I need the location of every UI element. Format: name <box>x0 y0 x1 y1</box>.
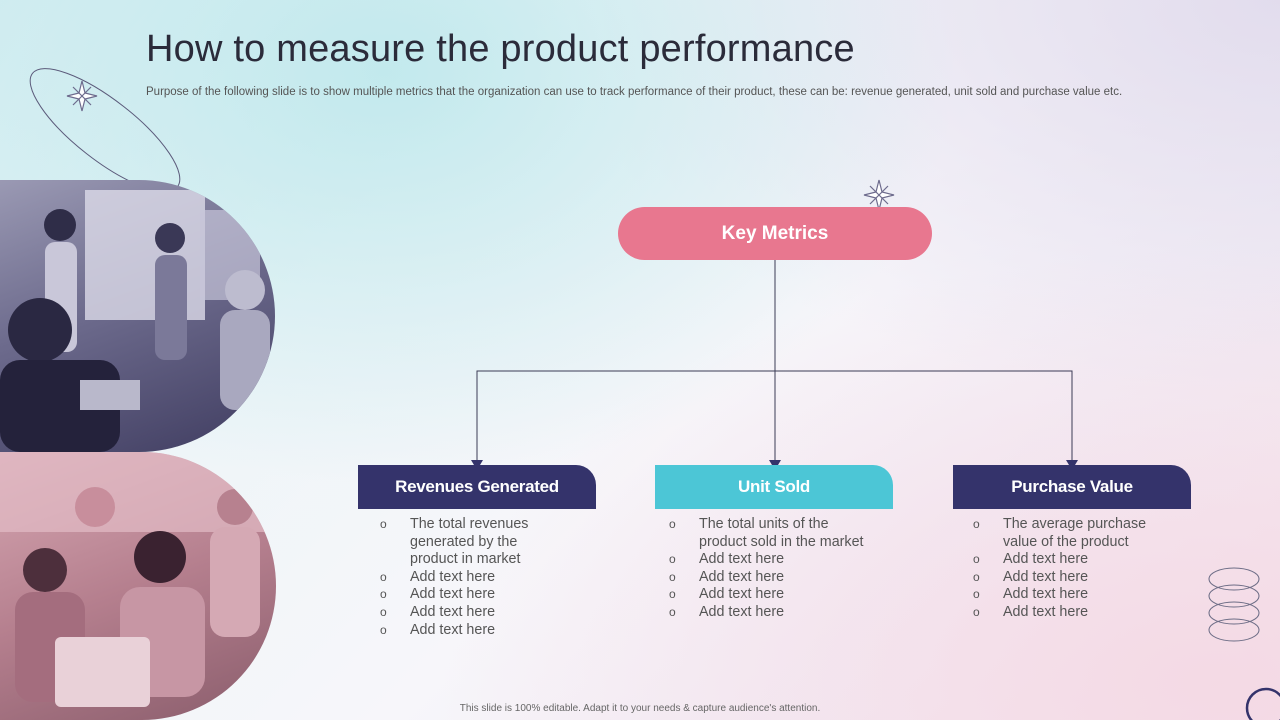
page-subtitle: Purpose of the following slide is to sho… <box>146 86 1123 98</box>
card-purchase-value-header: Purchase Value <box>953 465 1191 509</box>
unit-sold-bullet-list: The total units of the product sold in t… <box>669 516 874 622</box>
key-metrics-node: Key Metrics <box>618 207 932 260</box>
list-item: Add text here <box>669 551 874 569</box>
list-item: The average purchase value of the produc… <box>973 516 1173 551</box>
list-item: Add text here <box>380 604 560 622</box>
list-item: Add text here <box>669 604 874 622</box>
page-title: How to measure the product performance <box>146 28 855 70</box>
purchase-value-bullet-list: The average purchase value of the produc… <box>973 516 1173 622</box>
list-item: Add text here <box>973 604 1173 622</box>
list-item: Add text here <box>669 569 874 587</box>
card-unit-sold-header: Unit Sold <box>655 465 893 509</box>
meeting-photo <box>0 180 275 452</box>
list-item: Add text here <box>973 551 1173 569</box>
list-item: Add text here <box>669 586 874 604</box>
card-revenues-generated-header: Revenues Generated <box>358 465 596 509</box>
revenues-bullet-list: The total revenues generated by the prod… <box>380 516 560 639</box>
list-item: Add text here <box>973 569 1173 587</box>
footer-note: This slide is 100% editable. Adapt it to… <box>459 703 821 714</box>
list-item: Add text here <box>380 569 560 587</box>
list-item: The total units of the product sold in t… <box>669 516 874 551</box>
team-photo <box>0 452 276 720</box>
list-item: The total revenues generated by the prod… <box>380 516 560 569</box>
list-item: Add text here <box>380 622 560 640</box>
list-item: Add text here <box>380 586 560 604</box>
list-item: Add text here <box>973 586 1173 604</box>
